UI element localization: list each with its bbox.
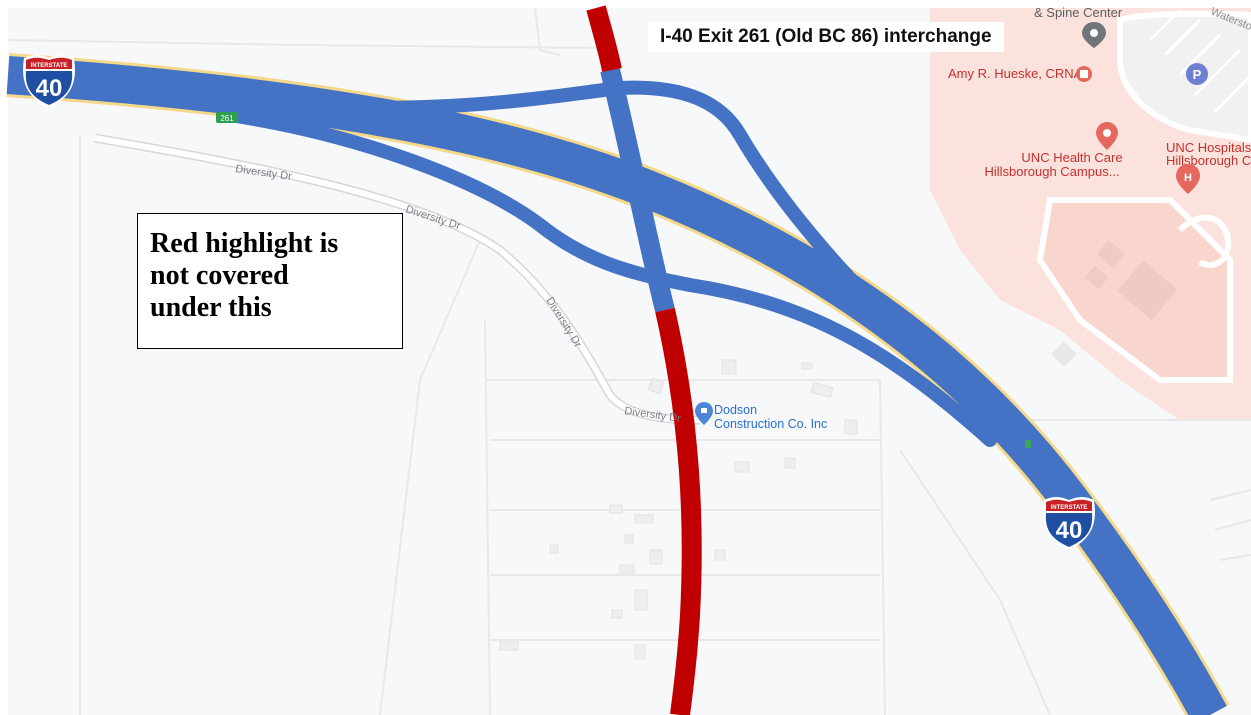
poi-label-spine-center: & Spine Center — [1034, 5, 1123, 20]
parking-icon: P — [1186, 63, 1208, 85]
note-line: Red highlight is — [150, 228, 339, 259]
interstate-40-shield-icon: INTERSTATE 40 — [23, 55, 75, 108]
svg-text:H: H — [1184, 172, 1192, 184]
svg-text:INTERSTATE: INTERSTATE — [1051, 505, 1088, 511]
house-footprints — [499, 359, 858, 660]
highway-marker — [1025, 440, 1031, 448]
red-highlight-south — [655, 307, 702, 715]
poi-label-amy: Amy R. Hueske, CRNA — [948, 66, 1083, 81]
map-title: I-40 Exit 261 (Old BC 86) interchange — [648, 22, 1004, 52]
exit-sign-badge — [216, 112, 238, 123]
interstate-40-shield-icon: INTERSTATE 40 — [1043, 497, 1095, 550]
medical-icon — [1076, 66, 1092, 82]
poi-label-unc-health-campus: Hillsborough Campus... — [984, 164, 1119, 179]
note-line: under this — [150, 292, 272, 323]
poi-label-dodson-construction: Construction Co. Inc — [714, 417, 827, 431]
exit-sign-number: 261 — [220, 114, 234, 123]
poi-label-unc-health: UNC Health Care — [1021, 150, 1122, 165]
crossroad-bridge — [600, 67, 675, 313]
diversity-drive-fill — [94, 135, 701, 423]
campus-building — [1084, 265, 1109, 289]
svg-text:INTERSTATE: INTERSTATE — [31, 63, 68, 69]
svg-text:P: P — [1193, 67, 1202, 82]
red-highlight-north — [586, 5, 622, 73]
note-line: not covered — [150, 260, 289, 291]
interchange-ramps — [223, 80, 1007, 447]
poi-label-dodson: Dodson — [714, 403, 757, 417]
business-pin-icon — [695, 402, 713, 425]
svg-text:40: 40 — [36, 75, 63, 102]
campus-building — [1096, 240, 1126, 268]
hospital-icon: H — [1176, 164, 1200, 194]
campus-loop-road — [1177, 214, 1232, 269]
location-pin-icon — [1082, 22, 1106, 48]
hospital-pin-icon — [1096, 122, 1118, 150]
poi-label-unc-hospitals-campus: Hillsborough C — [1166, 153, 1251, 168]
svg-text:40: 40 — [1056, 517, 1083, 544]
annotation-note: Red highlight is not covered under this — [137, 213, 403, 349]
parking-stripes — [1148, 8, 1251, 114]
campus-building — [1117, 260, 1178, 321]
poi-label-unc-hospitals: UNC Hospitals — [1166, 140, 1251, 155]
